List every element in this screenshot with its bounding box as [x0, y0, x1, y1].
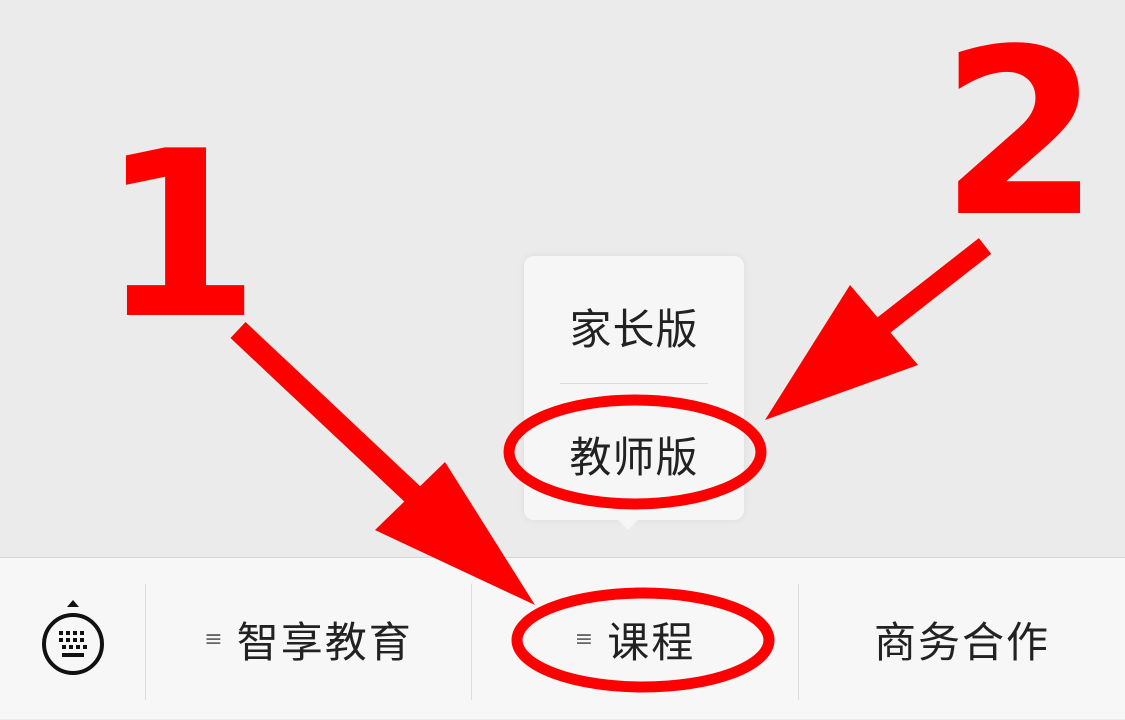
annotation-step-2: 2	[940, 1, 1101, 268]
menu-item-label: 智享教育	[236, 617, 413, 667]
submenu-indicator-icon: ≡	[204, 626, 223, 652]
menu-item-smart-education[interactable]: ≡ 智享教育	[146, 558, 471, 720]
menu-item-label: 课程	[607, 617, 696, 667]
menu-item-label: 商务合作	[873, 617, 1050, 667]
menu-item-business-cooperation[interactable]: 商务合作	[799, 558, 1125, 720]
keyboard-icon	[42, 600, 104, 675]
submenu-popup-tail	[616, 518, 640, 530]
menu-separator	[145, 584, 146, 700]
menu-separator	[471, 584, 472, 700]
keyboard-toggle-button[interactable]	[0, 558, 145, 720]
submenu-divider	[560, 383, 708, 384]
submenu-item-parent-edition[interactable]: 家长版	[569, 305, 699, 354]
menu-item-courses[interactable]: ≡ 课程	[472, 558, 798, 720]
menu-separator	[798, 584, 799, 700]
submenu-item-teacher-edition[interactable]: 教师版	[569, 433, 699, 482]
submenu-indicator-icon: ≡	[574, 626, 594, 652]
bottom-menu-bar: ≡ 智享教育 ≡ 课程 商务合作	[0, 557, 1125, 719]
annotation-step-1: 1	[100, 103, 261, 370]
